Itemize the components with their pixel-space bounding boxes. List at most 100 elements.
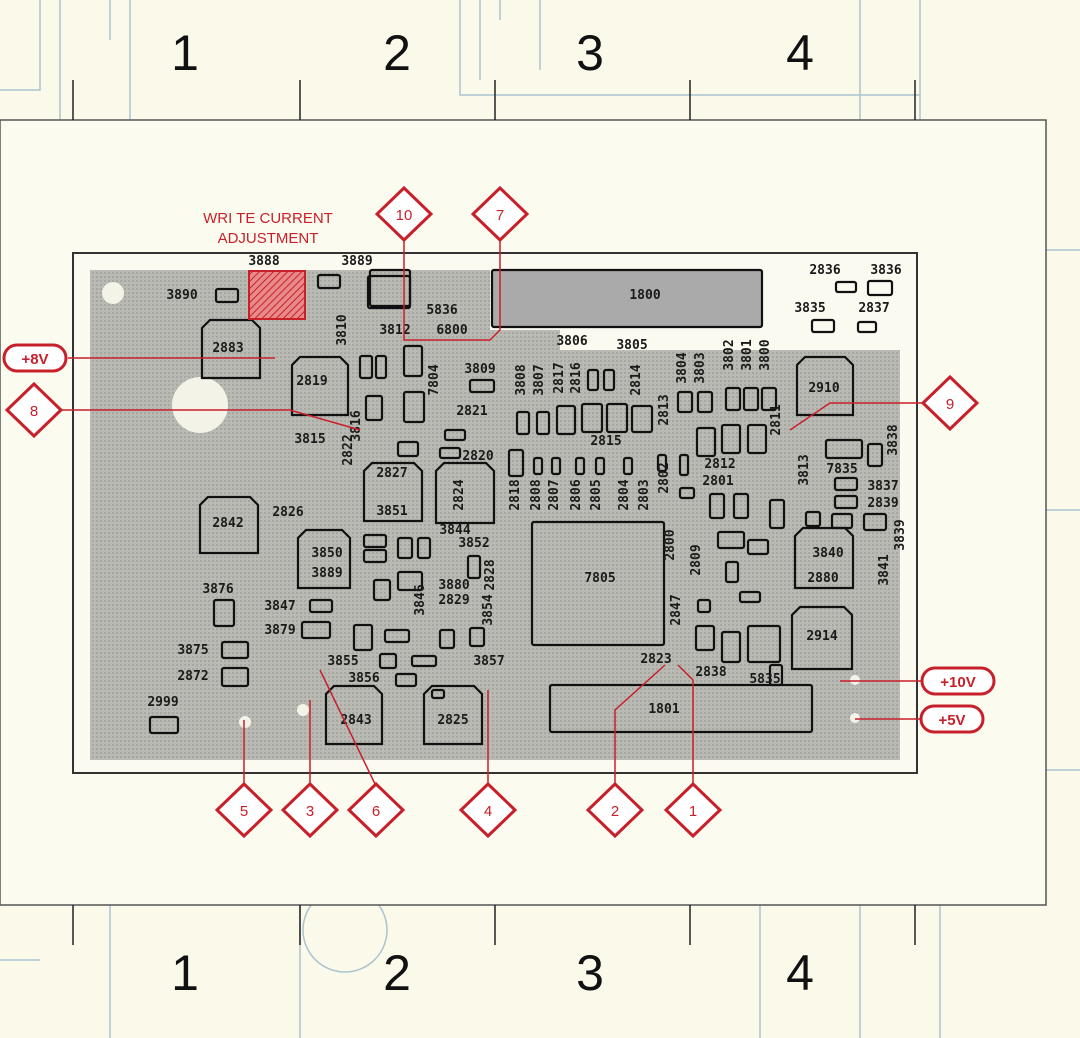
component-label: 3815: [294, 432, 325, 447]
component-label-vertical: 3808: [514, 364, 529, 395]
component-label-vertical: 3810: [335, 314, 350, 345]
component-label: 2838: [695, 665, 726, 680]
component-label: 3812: [379, 323, 410, 338]
test-point-marker-6: 6: [346, 781, 406, 839]
component-bodies: [148, 268, 894, 746]
component-body: [833, 494, 859, 510]
column-number: 3: [576, 25, 604, 81]
component-label-vertical: 2828: [483, 559, 498, 590]
component-label: 3889: [311, 566, 342, 581]
component-label: 3806: [556, 334, 587, 349]
component-body: [804, 510, 822, 528]
component-body: [352, 623, 374, 652]
component-label: 2825: [437, 713, 468, 728]
voltage-label: +8V: [2, 343, 68, 373]
test-point-marker-3: 3: [280, 781, 340, 839]
marker-label: 10: [396, 207, 413, 224]
capacitor-body: [198, 495, 260, 555]
component-body: [708, 492, 726, 520]
marker-label: 6: [372, 803, 380, 820]
component-body: [580, 402, 604, 434]
component-label-vertical: 7804: [427, 364, 442, 395]
component-label: 6800: [436, 323, 467, 338]
component-body: [720, 423, 742, 455]
component-label: 3880: [438, 578, 469, 593]
component-label: 3889: [341, 254, 372, 269]
component-body: [402, 344, 424, 378]
component-body: [362, 533, 388, 549]
component-label: 3888: [248, 254, 279, 269]
component-label: 3850: [311, 546, 342, 561]
capacitor-body: [422, 684, 484, 746]
component-label: 5836: [426, 303, 457, 318]
component-body: [605, 402, 629, 434]
component-body: [396, 536, 414, 560]
component-body: [358, 354, 374, 380]
component-label-vertical: 2803: [637, 479, 652, 510]
component-body: [214, 287, 240, 304]
component-label-vertical: 2814: [629, 364, 644, 395]
component-body: [856, 320, 878, 334]
component-body: [594, 456, 606, 476]
component-label-vertical: 2847: [669, 594, 684, 625]
component-body: [862, 512, 888, 532]
component-label-vertical: 3807: [532, 364, 547, 395]
test-point-marker-10: 10: [374, 185, 434, 243]
component-body: [466, 554, 482, 580]
component-body: [742, 386, 760, 412]
component-body: [630, 404, 654, 434]
svg-text:+8V: +8V: [21, 351, 48, 368]
marker-label: 5: [240, 803, 248, 820]
component-body: [724, 386, 742, 412]
capacitor-body: [324, 684, 384, 746]
component-label-vertical: 2811: [769, 404, 784, 435]
component-body: [586, 368, 600, 392]
component-label: 3852: [458, 536, 489, 551]
component-label-vertical: 2817: [552, 362, 567, 393]
component-label: 2836: [809, 263, 840, 278]
capacitor-body: [790, 605, 854, 671]
component-label: 3875: [177, 643, 208, 658]
component-body: [515, 410, 531, 436]
component-label: 2815: [590, 434, 621, 449]
component-label-vertical: 3803: [693, 352, 708, 383]
component-label: 3855: [327, 654, 358, 669]
component-body: [732, 492, 750, 520]
component-body: [678, 486, 696, 500]
marker-label: 7: [496, 207, 504, 224]
component-body: [396, 440, 420, 458]
component-body: [148, 715, 180, 735]
component-body: [768, 663, 784, 687]
component-label: 2823: [640, 652, 671, 667]
svg-text:+5V: +5V: [938, 712, 965, 729]
marker-label: 8: [30, 403, 38, 420]
component-label: 3857: [473, 654, 504, 669]
component-label: 2812: [704, 457, 735, 472]
component-body: [416, 536, 432, 560]
component-body: [834, 280, 858, 294]
adjustment-label-line1: WRI TE CURRENT: [203, 210, 333, 227]
component-label-vertical: 3838: [886, 424, 901, 455]
component-body: [402, 390, 426, 424]
component-body: [678, 453, 690, 477]
component-label: 3840: [812, 546, 843, 561]
component-body: [696, 390, 714, 414]
component-label: 2820: [462, 449, 493, 464]
write-current-adjustment-pot: [248, 270, 306, 320]
component-body: [602, 368, 616, 392]
component-body: [724, 560, 740, 584]
component-label: 3879: [264, 623, 295, 638]
column-number: 4: [786, 945, 814, 1001]
component-label: 3835: [794, 301, 825, 316]
component-label-vertical: 3801: [740, 339, 755, 370]
component-body: [438, 628, 456, 650]
component-body: [394, 672, 418, 688]
component-label-vertical: 2802: [657, 462, 672, 493]
component-label: 3847: [264, 599, 295, 614]
component-body: [212, 598, 236, 628]
component-body: [866, 442, 884, 468]
grid-ticks: [72, 80, 916, 945]
marker-label: 9: [946, 396, 954, 413]
component-body: [468, 626, 486, 648]
